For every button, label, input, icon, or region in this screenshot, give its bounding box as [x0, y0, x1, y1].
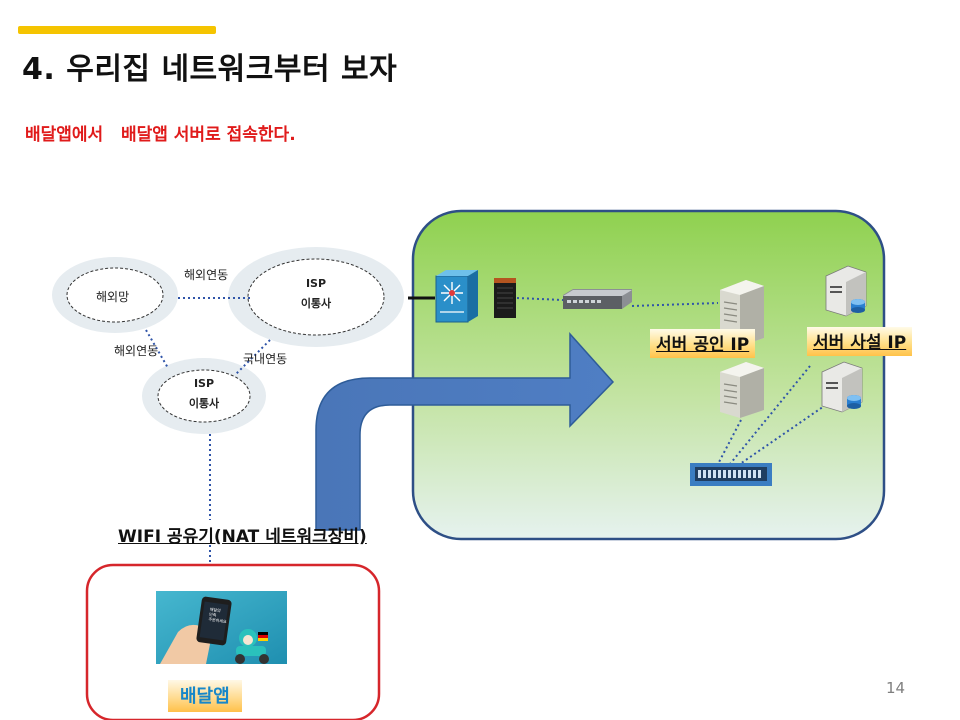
server-private-ip-label: 서버 사설 IP	[807, 327, 913, 356]
router-icon	[563, 289, 632, 309]
flow-arrow	[315, 332, 615, 531]
link-domestic-label: 국내연동	[243, 352, 288, 366]
network-links	[145, 297, 831, 562]
database-server-icon	[821, 361, 863, 413]
smartphone-icon	[196, 596, 232, 646]
link-overseas-top-label: 해외연동	[184, 268, 229, 282]
core-switch-icon	[435, 270, 478, 323]
firewall-icon	[494, 278, 516, 318]
isp-top-carrier: 이통사	[300, 297, 332, 310]
app-name-label: 배달앱	[168, 680, 242, 712]
switch-hub-icon	[690, 463, 772, 486]
database-server-icon	[825, 265, 867, 317]
isp-top-name: ISP	[305, 277, 327, 290]
isp-bottom-name: ISP	[193, 377, 215, 390]
server-public-ip-label: 서버 공인 IP	[650, 329, 756, 358]
overseas-net-label: 해외망	[96, 290, 130, 304]
server-tower-icon	[720, 362, 764, 418]
app-illustration	[156, 591, 287, 664]
page-number: 14	[886, 679, 906, 697]
wifi-router-label: WIFI 공유기(NAT 네트워크장비)	[118, 527, 367, 547]
slide-subtitle: 배달앱에서 배달앱 서버로 접속한다.	[25, 125, 296, 145]
accent-bar	[18, 26, 216, 34]
overseas-net-cloud	[52, 257, 178, 333]
isp-bottom-carrier: 이통사	[188, 397, 220, 410]
isp-top-label: ISP 이통사	[286, 274, 346, 314]
datacenter-region	[411, 209, 886, 541]
link-overseas-left-label: 해외연동	[114, 344, 159, 358]
isp-bottom-label: ISP 이통사	[174, 374, 234, 414]
delivery-rider-icon	[235, 629, 269, 664]
isp-top-cloud	[228, 247, 404, 347]
slide-title: 4. 우리집 네트워크부터 보자	[22, 52, 398, 87]
phone-screen-text: 배달의 민족 주문하세요	[208, 607, 230, 625]
isp-bottom-cloud	[142, 358, 266, 434]
